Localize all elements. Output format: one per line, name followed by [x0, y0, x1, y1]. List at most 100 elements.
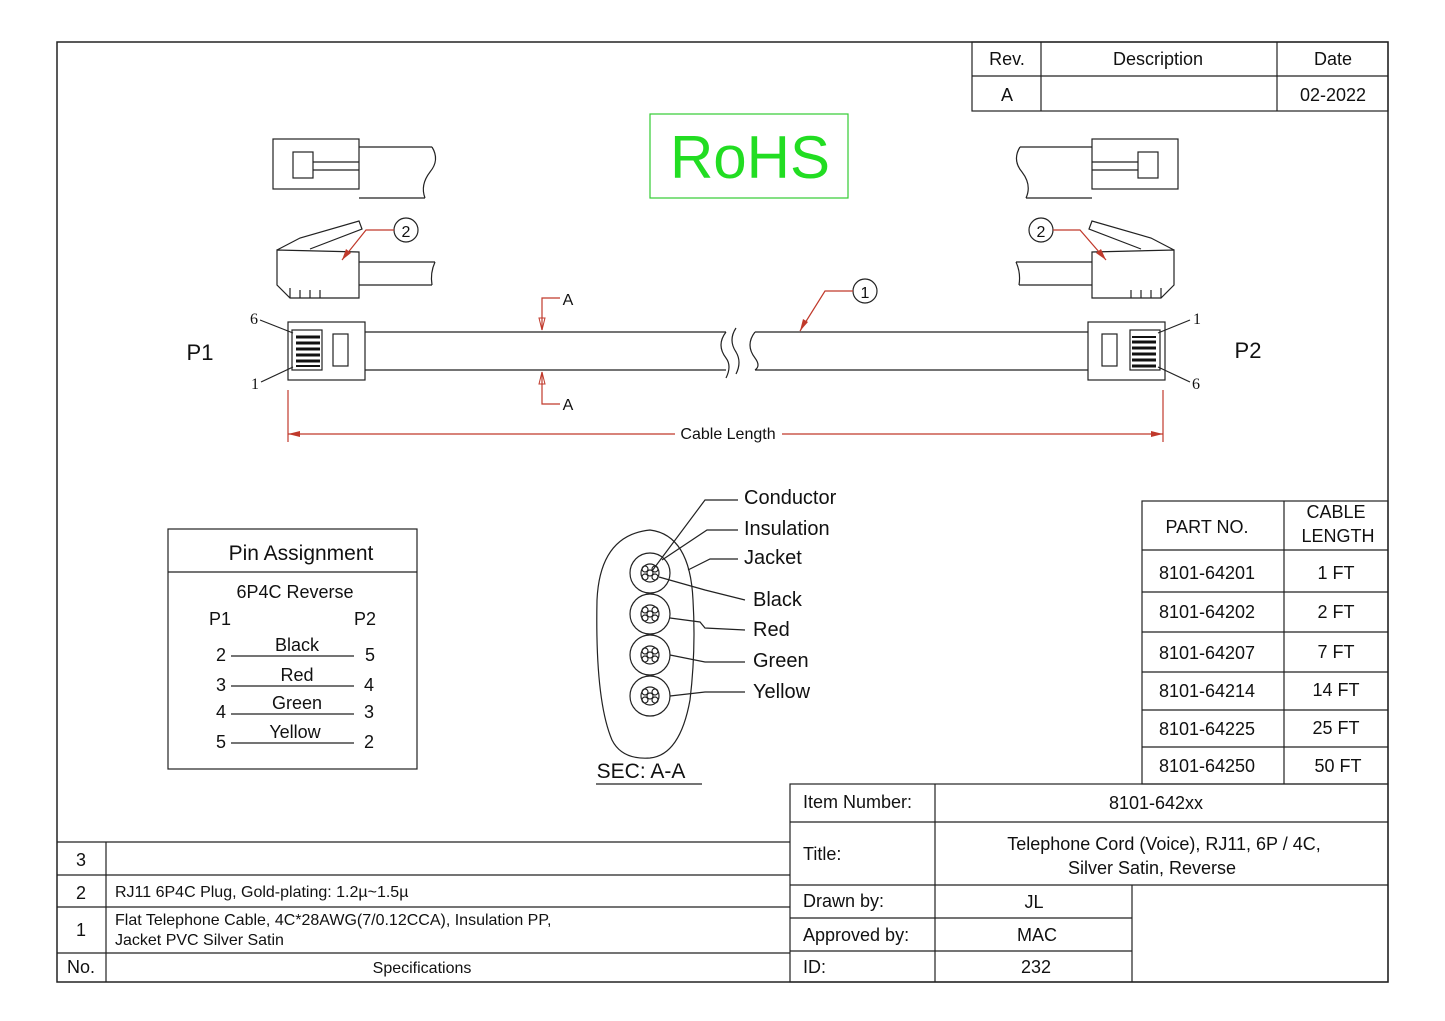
pin-row-right: 4: [364, 675, 374, 695]
p2-contacts: [1132, 336, 1156, 368]
rev-value: A: [1001, 85, 1013, 105]
pin-row: 5 Yellow 2: [216, 722, 374, 752]
pin-6-right: 6: [1192, 376, 1200, 393]
spec-header-no: No.: [67, 957, 95, 977]
pin-row: 2 Black 5: [216, 635, 375, 665]
xsec-label-conductor: Conductor: [744, 487, 837, 509]
part-no-header: PART NO.: [1165, 517, 1248, 537]
drawn-by-label: Drawn by:: [803, 891, 884, 911]
specifications-table: 3 2 RJ11 6P4C Plug, Gold-plating: 1.2µ~1…: [57, 841, 790, 982]
xsec-label-black: Black: [753, 589, 803, 611]
pin-row-left: 3: [216, 675, 226, 695]
part-number: 8101-64201: [1159, 563, 1255, 583]
pin-row-right: 3: [364, 702, 374, 722]
spec-row-text-2: Jacket PVC Silver Satin: [115, 932, 284, 949]
callout-2-left: 2: [341, 217, 419, 261]
xsec-label-insulation: Insulation: [744, 518, 830, 540]
rohs-mark: RoHS: [649, 113, 849, 199]
approved-by-label: Approved by:: [803, 925, 909, 945]
pin-assignment-title: Pin Assignment: [229, 542, 374, 565]
rohs-label: RoHS: [670, 124, 830, 191]
pin-assignment-subtitle: 6P4C Reverse: [236, 582, 353, 602]
right-plug-top-view: [1015, 138, 1179, 199]
callout-2-right-label: 2: [1037, 224, 1046, 241]
part-length: 14 FT: [1312, 680, 1359, 700]
section-marker-bottom: A: [563, 397, 574, 414]
pin-row-left: 5: [216, 732, 226, 752]
part-length: 25 FT: [1312, 718, 1359, 738]
right-plug-side-view: [1015, 220, 1175, 299]
spec-row-no: 3: [76, 850, 86, 870]
pin-row-left: 4: [216, 702, 226, 722]
spec-header-specifications: Specifications: [373, 960, 472, 977]
pin-numbers-left: 6 1: [250, 311, 294, 393]
pin-6-left: 6: [250, 311, 258, 328]
id-label: ID:: [803, 957, 826, 977]
pin-row-right: 5: [365, 645, 375, 665]
pin-row: 3 Red 4: [216, 665, 374, 695]
item-number-value: 8101-642xx: [1109, 793, 1203, 813]
part-length: 2 FT: [1317, 602, 1354, 622]
xsec-label-yellow: Yellow: [753, 681, 811, 703]
pin-1-left: 1: [251, 376, 259, 393]
cable-length-header-1: CABLE: [1306, 502, 1365, 522]
id-value: 232: [1021, 957, 1051, 977]
part-length: 7 FT: [1317, 642, 1354, 662]
approved-by-value: MAC: [1017, 925, 1057, 945]
spec-row-no: 1: [76, 920, 86, 940]
left-plug-top-view: [272, 138, 437, 199]
spec-row-no: 2: [76, 883, 86, 903]
pin-row: 4 Green 3: [216, 693, 374, 722]
conductor-green: [629, 634, 671, 676]
description-header: Description: [1113, 49, 1203, 69]
cable-cross-section: Conductor Insulation Jacket Black Red Gr…: [596, 487, 837, 785]
part-number-table: PART NO. CABLE LENGTH 8101-64201 1 FT 81…: [1141, 500, 1389, 785]
callout-2-left-label: 2: [402, 224, 411, 241]
conductor-yellow: [629, 675, 671, 717]
pin-col-p2: P2: [354, 609, 376, 629]
p1-plug: [287, 321, 366, 381]
pin-1-right: 1: [1193, 311, 1201, 328]
part-number: 8101-64250: [1159, 756, 1255, 776]
section-marker-top: A: [563, 292, 574, 309]
pin-row-color: Black: [275, 635, 320, 655]
spec-row-text: Flat Telephone Cable, 4C*28AWG(7/0.12CCA…: [115, 912, 551, 929]
title-line-1: Telephone Cord (Voice), RJ11, 6P / 4C,: [1007, 834, 1321, 854]
cable-length-header-2: LENGTH: [1301, 526, 1374, 546]
pin-assignment-box: Pin Assignment 6P4C Reverse P1 P2 2 Blac…: [167, 528, 418, 770]
pin-row-color: Red: [280, 665, 313, 685]
cable-assembly: [287, 321, 1166, 381]
part-length: 1 FT: [1317, 563, 1354, 583]
xsec-label-red: Red: [753, 619, 790, 641]
part-number: 8101-64225: [1159, 719, 1255, 739]
left-plug-side-view: [276, 220, 436, 299]
xsec-label-green: Green: [753, 650, 809, 672]
pin-col-p1: P1: [209, 609, 231, 629]
part-length: 50 FT: [1314, 756, 1361, 776]
pin-row-color: Yellow: [269, 722, 321, 742]
part-number: 8101-64214: [1159, 681, 1255, 701]
revision-table: Rev. Description Date A 02-2022: [971, 41, 1389, 112]
cable-length-dimension: Cable Length: [287, 390, 1164, 443]
p1-contacts: [296, 335, 320, 367]
part-number: 8101-64202: [1159, 602, 1255, 622]
date-value: 02-2022: [1300, 85, 1366, 105]
section-caption: SEC: A-A: [597, 760, 686, 783]
spec-row-text: RJ11 6P4C Plug, Gold-plating: 1.2µ~1.5µ: [115, 884, 408, 901]
callout-1-label: 1: [861, 285, 870, 302]
title-block: Item Number: 8101-642xx Title: Telephone…: [789, 783, 1389, 983]
section-marker: A A: [538, 292, 574, 414]
callout-1: 1: [799, 278, 878, 332]
cable-length-label: Cable Length: [680, 426, 775, 443]
item-number-label: Item Number:: [803, 792, 912, 812]
xsec-label-jacket: Jacket: [744, 547, 802, 569]
p2-label: P2: [1235, 338, 1262, 363]
callout-2-right: 2: [1028, 217, 1107, 261]
pin-row-color: Green: [272, 693, 322, 713]
pin-row-right: 2: [364, 732, 374, 752]
title-label: Title:: [803, 844, 841, 864]
part-number: 8101-64207: [1159, 643, 1255, 663]
p1-label: P1: [187, 340, 214, 365]
drawn-by-value: JL: [1024, 892, 1043, 912]
